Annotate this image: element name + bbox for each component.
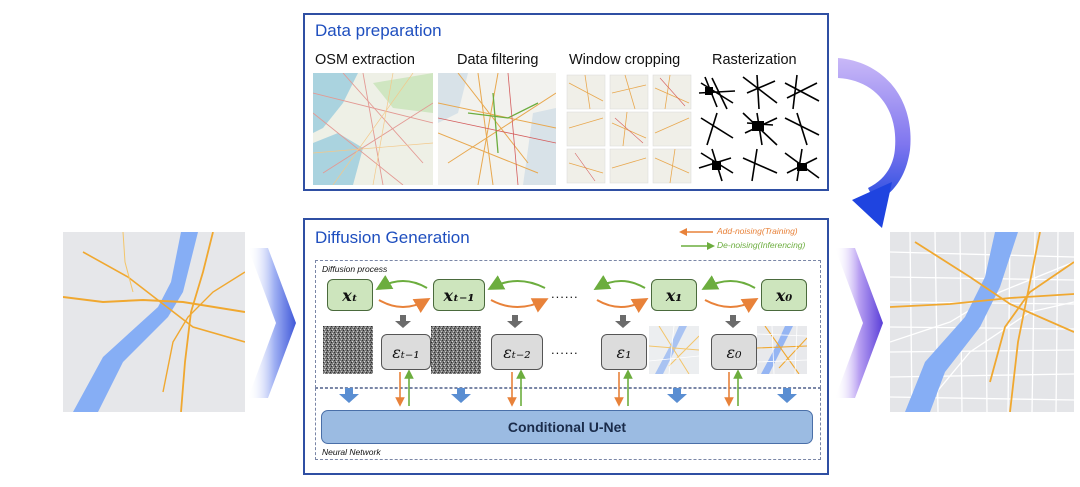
- x-t-minus-1-node: xₜ₋₁: [433, 279, 485, 311]
- step-label-osm-extraction: OSM extraction: [315, 52, 415, 68]
- osm-extraction-image: [313, 73, 433, 185]
- output-flow-arrow: [835, 248, 885, 398]
- legend-de-noising: De-noising(Inferencing): [717, 240, 806, 250]
- rasterization-image: [697, 73, 823, 185]
- step-label-data-filtering: Data filtering: [457, 52, 539, 68]
- x-t-node: xₜ: [327, 279, 373, 311]
- ellipsis-bottom: ......: [551, 342, 579, 357]
- output-road-map: [890, 232, 1074, 412]
- input-flow-arrow: [248, 248, 298, 398]
- neural-network-label: Neural Network: [322, 447, 381, 457]
- input-road-map: [63, 232, 245, 412]
- data-preparation-panel: Data preparation OSM extraction Data fil…: [303, 13, 829, 191]
- noising-arrows: [339, 275, 797, 407]
- partial-map-image-1: [649, 326, 699, 374]
- legend: Add-noising(Training) De-noising(Inferen…: [677, 226, 827, 256]
- preparation-to-generation-arrow: [830, 50, 930, 240]
- epsilon-t-minus-2-node: εₜ₋₂: [491, 334, 543, 370]
- ellipsis-top: ......: [551, 286, 579, 301]
- diffusion-generation-title: Diffusion Generation: [315, 228, 470, 247]
- conditional-unet-block: Conditional U-Net: [321, 410, 813, 444]
- window-cropping-image: [565, 73, 693, 185]
- epsilon-t-minus-1-node: εₜ₋₁: [381, 334, 431, 370]
- neural-network-box: Neural Network: [315, 388, 821, 460]
- data-preparation-title: Data preparation: [315, 21, 442, 40]
- epsilon-1-node: ε₁: [601, 334, 647, 370]
- legend-arrows: [679, 228, 715, 250]
- x-1-node: x₁: [651, 279, 697, 311]
- partial-map-image-2: [757, 326, 807, 374]
- x-0-node: x₀: [761, 279, 807, 311]
- noise-image-1: [323, 326, 373, 374]
- data-filtering-image: [438, 73, 556, 185]
- step-label-window-cropping: Window cropping: [569, 52, 681, 68]
- diffusion-process-label: Diffusion process: [322, 264, 388, 274]
- epsilon-0-node: ε₀: [711, 334, 757, 370]
- legend-add-noising: Add-noising(Training): [717, 226, 798, 236]
- step-label-rasterization: Rasterization: [712, 52, 797, 68]
- noise-image-2: [431, 326, 481, 374]
- diffusion-process-box: Diffusion process: [315, 260, 821, 388]
- diffusion-generation-panel: Diffusion Generation Add-noising(Trainin…: [303, 218, 829, 475]
